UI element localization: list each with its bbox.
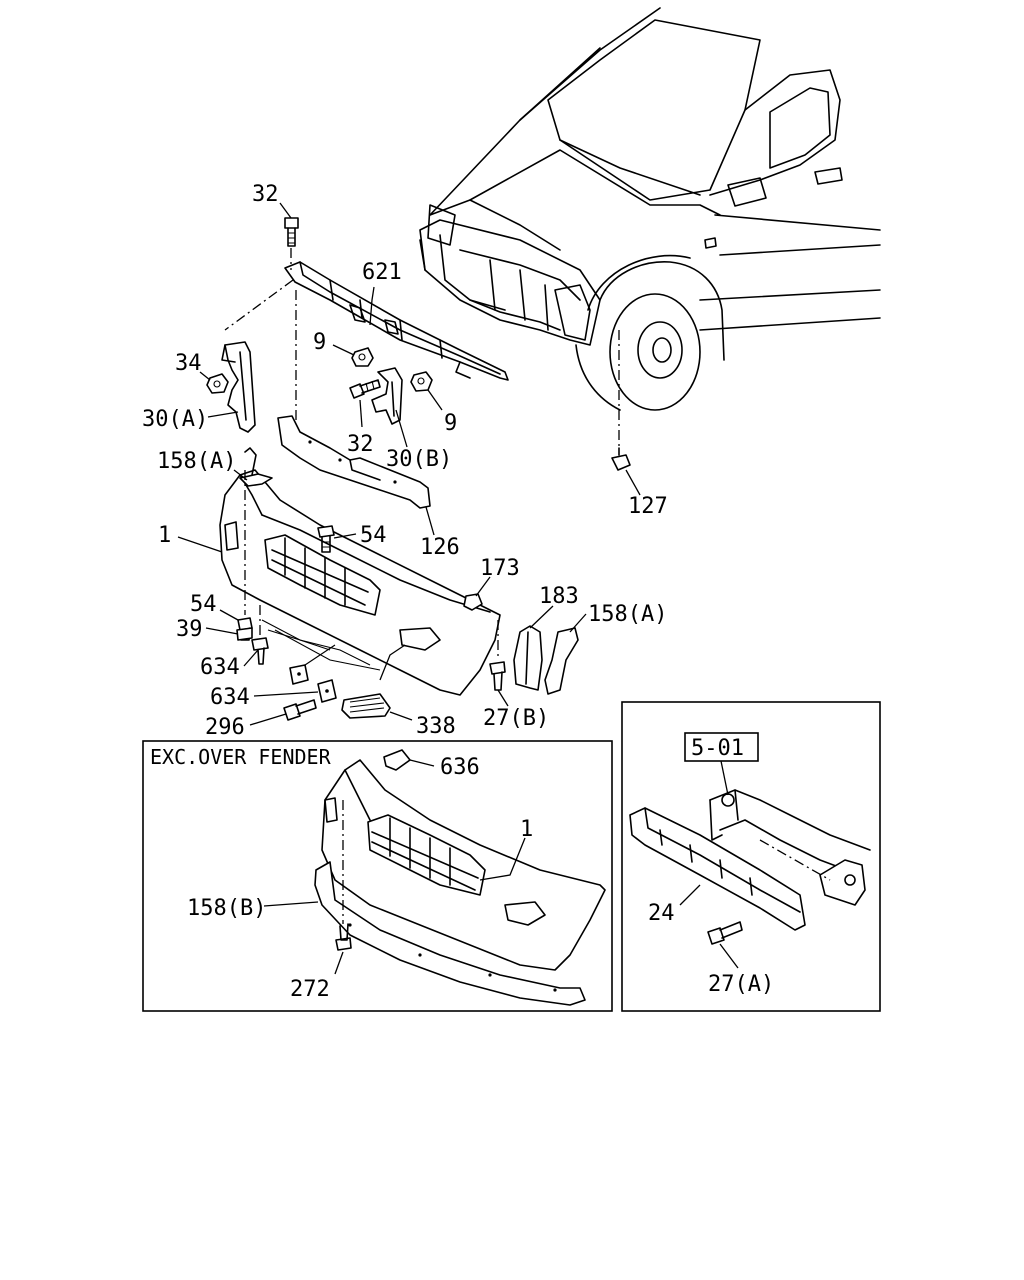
callout-338: 338 [416,714,456,739]
callout-39: 39 [176,617,203,642]
callout-158a-left: 158(A) [157,449,236,474]
callout-634-lower: 634 [210,685,250,710]
bolt-27b [489,661,506,691]
upper-bracket-621 [284,261,509,381]
inset-title: EXC.OVER FENDER [150,745,332,769]
trim-158a-right [544,627,579,695]
nut-9-left [351,347,374,367]
callout-27b: 27(B) [483,706,549,731]
callout-labels: 32 621 9 34 30(A) 32 30(B) 9 158(A) 127 … [142,182,774,1002]
vehicle-illustration [419,7,881,411]
bolt-32-top [284,217,299,247]
callout-158b: 158(B) [187,896,266,921]
callout-32-top: 32 [252,182,279,207]
callout-30b: 30(B) [386,447,452,472]
callout-127: 127 [628,494,668,519]
callout-183: 183 [539,584,579,609]
callout-30a: 30(A) [142,407,208,432]
bumper-1-main [219,469,501,696]
callout-634-upper: 634 [200,655,240,680]
callout-32-mid: 32 [347,432,374,457]
nut-9-right [410,371,433,392]
callout-34: 34 [175,351,202,376]
callout-636: 636 [440,755,480,780]
trim-158a-left [239,447,273,487]
bolt-32-mid [349,379,381,399]
bracket-30b [371,367,403,425]
nut-34 [206,373,229,394]
callout-5-01: 5-01 [691,736,744,761]
callout-158a-right: 158(A) [588,602,667,627]
bracket-30a [221,341,256,433]
callout-126: 126 [420,535,460,560]
inset-frame-detail [621,701,881,1012]
clip-634-b [317,679,337,703]
callout-54-left: 54 [190,592,217,617]
bolt-296 [283,699,317,721]
clip-127 [611,447,631,471]
leader-lines [177,202,739,975]
callout-27a: 27(A) [708,972,774,997]
extension-183 [513,625,543,691]
callout-9-left: 9 [313,330,326,355]
cover-126 [277,415,431,509]
callout-173: 173 [480,556,520,581]
callout-54-top: 54 [360,523,387,548]
callout-1-main: 1 [158,523,171,548]
reference-box-5-01 [684,732,759,762]
callout-1-inset: 1 [520,817,533,842]
callout-272: 272 [290,977,330,1002]
callout-296: 296 [205,715,245,740]
lamp-338 [341,693,391,719]
screw-54-top [317,525,335,553]
screw-634-upper [251,637,269,665]
clip-39 [236,627,253,641]
callout-621: 621 [362,260,402,285]
inset-exc-over-fender [142,740,613,1012]
clip-634-a [289,664,309,685]
callout-24: 24 [648,901,675,926]
nut-173 [463,593,483,611]
callout-9-right: 9 [444,411,457,436]
